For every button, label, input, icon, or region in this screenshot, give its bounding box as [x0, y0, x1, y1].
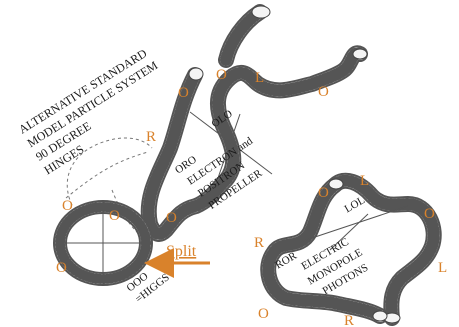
- marker-o-10: O: [258, 306, 269, 322]
- marker-o-4: O: [166, 210, 177, 226]
- split-label: Split: [166, 243, 197, 260]
- marker-o-2: O: [216, 67, 227, 83]
- marker-o-3: O: [318, 84, 329, 100]
- marker-r-2: R: [254, 235, 264, 251]
- marker-r-3: R: [344, 313, 354, 327]
- marker-o-8: O: [318, 185, 329, 201]
- marker-l-1: L: [255, 70, 264, 86]
- title-block: ALTERNATIVE STANDARD MODEL PARTICLE SYST…: [16, 44, 177, 177]
- marker-o-9: O: [424, 206, 435, 222]
- marker-o-5: O: [62, 198, 73, 214]
- tubes: [60, 12, 434, 318]
- title-line-2: MODEL PARTICLE SYSTEM: [25, 58, 161, 150]
- marker-o-1: O: [178, 85, 189, 101]
- marker-r-1: R: [146, 129, 156, 145]
- marker-l-3: L: [438, 260, 447, 276]
- marker-o-6: O: [109, 208, 120, 224]
- marker-l-2: L: [360, 173, 369, 189]
- marker-o-7: O: [56, 260, 67, 276]
